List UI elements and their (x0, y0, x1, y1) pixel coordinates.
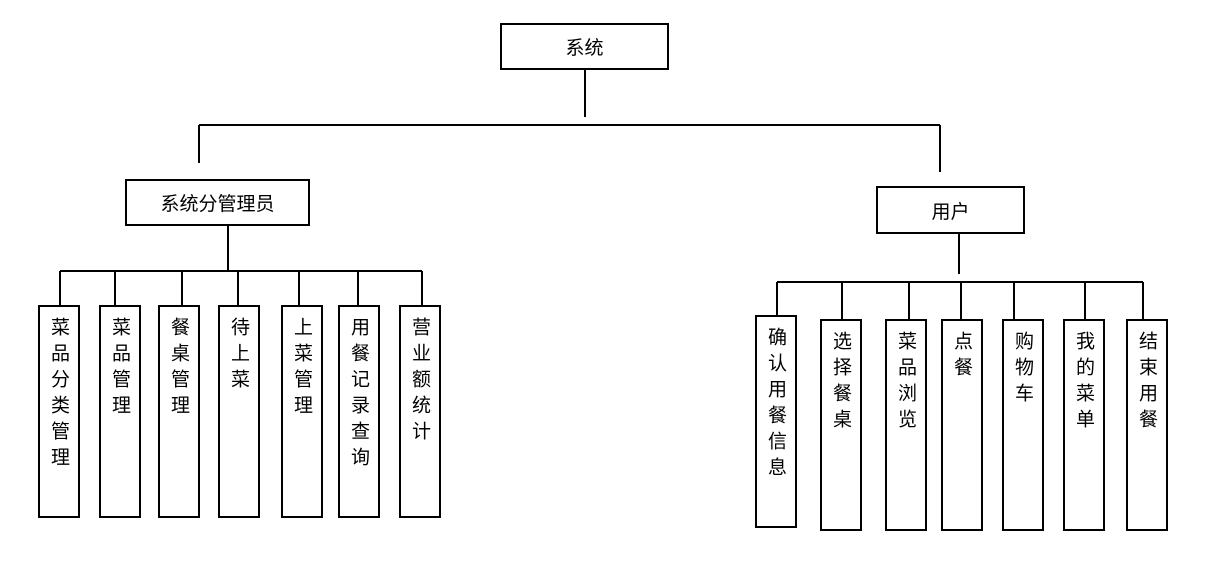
user-child-label: 结束用餐 (1136, 331, 1158, 435)
user-child-node: 点餐 (941, 319, 983, 531)
admin-child-label: 待上菜 (228, 317, 250, 395)
user-child-node: 购物车 (1002, 319, 1044, 531)
admin-child-node: 菜品管理 (99, 305, 141, 518)
user-child-label: 购物车 (1012, 331, 1034, 409)
admin-child-node: 上菜管理 (281, 305, 323, 518)
admin-child-label: 上菜管理 (291, 317, 313, 421)
user-child-node: 确认用餐信息 (755, 315, 797, 528)
user-child-label: 确认用餐信息 (765, 327, 787, 483)
user-child-label: 菜品浏览 (895, 331, 917, 435)
admin-child-label: 用餐记录查询 (348, 317, 370, 473)
admin-child-node: 菜品分类管理 (38, 305, 80, 518)
admin-node: 系统分管理员 (125, 179, 310, 226)
user-child-node: 菜品浏览 (885, 319, 927, 531)
admin-child-node: 待上菜 (218, 305, 260, 518)
user-node: 用户 (876, 186, 1025, 234)
admin-child-node: 用餐记录查询 (338, 305, 380, 518)
root-label: 系统 (565, 37, 604, 59)
user-label: 用户 (931, 200, 970, 223)
admin-child-label: 菜品管理 (109, 317, 131, 421)
user-child-label: 选择餐桌 (830, 331, 852, 435)
admin-child-node: 营业额统计 (399, 305, 441, 518)
admin-child-node: 餐桌管理 (158, 305, 200, 518)
user-child-node: 结束用餐 (1126, 319, 1168, 531)
user-child-node: 选择餐桌 (820, 319, 862, 531)
user-child-label: 点餐 (951, 331, 973, 383)
user-child-label: 我的菜单 (1073, 331, 1095, 435)
admin-child-label: 营业额统计 (409, 317, 431, 447)
user-child-node: 我的菜单 (1063, 319, 1105, 531)
admin-child-label: 菜品分类管理 (48, 317, 70, 473)
root-node: 系统 (500, 23, 669, 70)
admin-label: 系统分管理员 (160, 193, 275, 215)
admin-child-label: 餐桌管理 (168, 317, 190, 421)
